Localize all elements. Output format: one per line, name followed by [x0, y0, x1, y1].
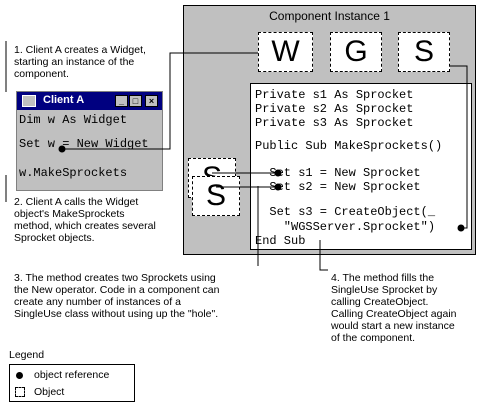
client-code-line: w.MakeSprockets: [19, 166, 128, 180]
note-4-line: of the component.: [331, 332, 416, 344]
client-titlebar: Client A _ □ ×: [17, 92, 162, 110]
s3-reference-line: [450, 65, 468, 229]
reference-dot: [274, 183, 282, 191]
note-1-line: starting an instance of the: [14, 56, 135, 68]
close-icon[interactable]: ×: [145, 95, 158, 107]
gadget-object: G: [330, 32, 382, 72]
note-4-line: 4. The method fills the: [331, 272, 435, 284]
note-4-line: would start a new instance: [331, 320, 455, 332]
client-title: Client A: [43, 94, 85, 106]
reference-dot: [457, 224, 465, 232]
note-3-line: create any number of instances of a: [14, 296, 181, 308]
client-window: Client A _ □ ×: [16, 91, 163, 191]
note-2-line: 2. Client A calls the Widget: [14, 196, 139, 208]
note-2-line: object's MakeSprockets: [14, 208, 125, 220]
code-line: Private s1 As Sprocket: [255, 88, 414, 102]
code-line: Set s3 = CreateObject(_: [255, 205, 436, 219]
legend-box: object reference Object: [9, 364, 135, 402]
code-line: Set s1 = New Sprocket: [255, 166, 421, 180]
note-4-line: SingleUse Sprocket by: [331, 284, 438, 296]
code-line: End Sub: [255, 234, 306, 248]
note-1-line: 1. Client A creates a Widget,: [14, 44, 146, 56]
minimize-icon[interactable]: _: [115, 95, 128, 107]
note-2-line: Sprocket objects.: [14, 232, 95, 244]
note-3: 3. The method creates two Sprockets usin…: [14, 272, 219, 320]
widget-reference-line: [62, 52, 258, 150]
legend-title: Legend: [9, 349, 45, 361]
note-1-line: component.: [14, 68, 69, 80]
note-2-line: method, which creates several: [14, 220, 156, 232]
code-line: Public Sub MakeSprockets(): [255, 139, 443, 153]
object-swatch-icon: [15, 387, 25, 397]
note-4-line: calling CreateObject.: [331, 296, 429, 308]
legend-item: object reference: [34, 369, 110, 381]
note-4-line: Calling CreateObject again: [331, 308, 457, 320]
maximize-icon[interactable]: □: [129, 95, 142, 107]
note4-pointer-line: [319, 240, 328, 271]
note-2: 2. Client A calls the Widget object's Ma…: [14, 196, 156, 244]
app-icon: [22, 95, 36, 107]
client-code-area: [17, 110, 162, 190]
component-title: Component Instance 1: [269, 9, 390, 23]
legend-item: Object: [34, 386, 65, 398]
code-line: Private s2 As Sprocket: [255, 102, 414, 116]
note-3-line: the New operator. Code in a component ca…: [14, 284, 220, 296]
note-4: 4. The method fills the SingleUse Sprock…: [331, 272, 457, 344]
note-1: 1. Client A creates a Widget, starting a…: [14, 44, 146, 80]
sprocket-object-singleuse: S: [398, 32, 450, 72]
code-line: Private s3 As Sprocket: [255, 116, 414, 130]
reference-dot: [58, 145, 66, 153]
reference-dot: [274, 169, 282, 177]
note-3-line: SingleUse class without using up the "ho…: [14, 308, 219, 320]
component-code-panel: Private s1 As Sprocket Private s2 As Spr…: [250, 83, 472, 250]
client-code-line: Set w = New Widget: [19, 137, 149, 151]
sprocket-object-2: S: [192, 176, 240, 216]
client-code-line: Dim w As Widget: [19, 113, 128, 127]
code-line: "WGSServer.Sprocket"): [255, 220, 436, 234]
note-3-line: 3. The method creates two Sprockets usin…: [14, 272, 216, 284]
reference-dot-icon: [16, 372, 23, 379]
widget-object: W: [258, 32, 313, 72]
